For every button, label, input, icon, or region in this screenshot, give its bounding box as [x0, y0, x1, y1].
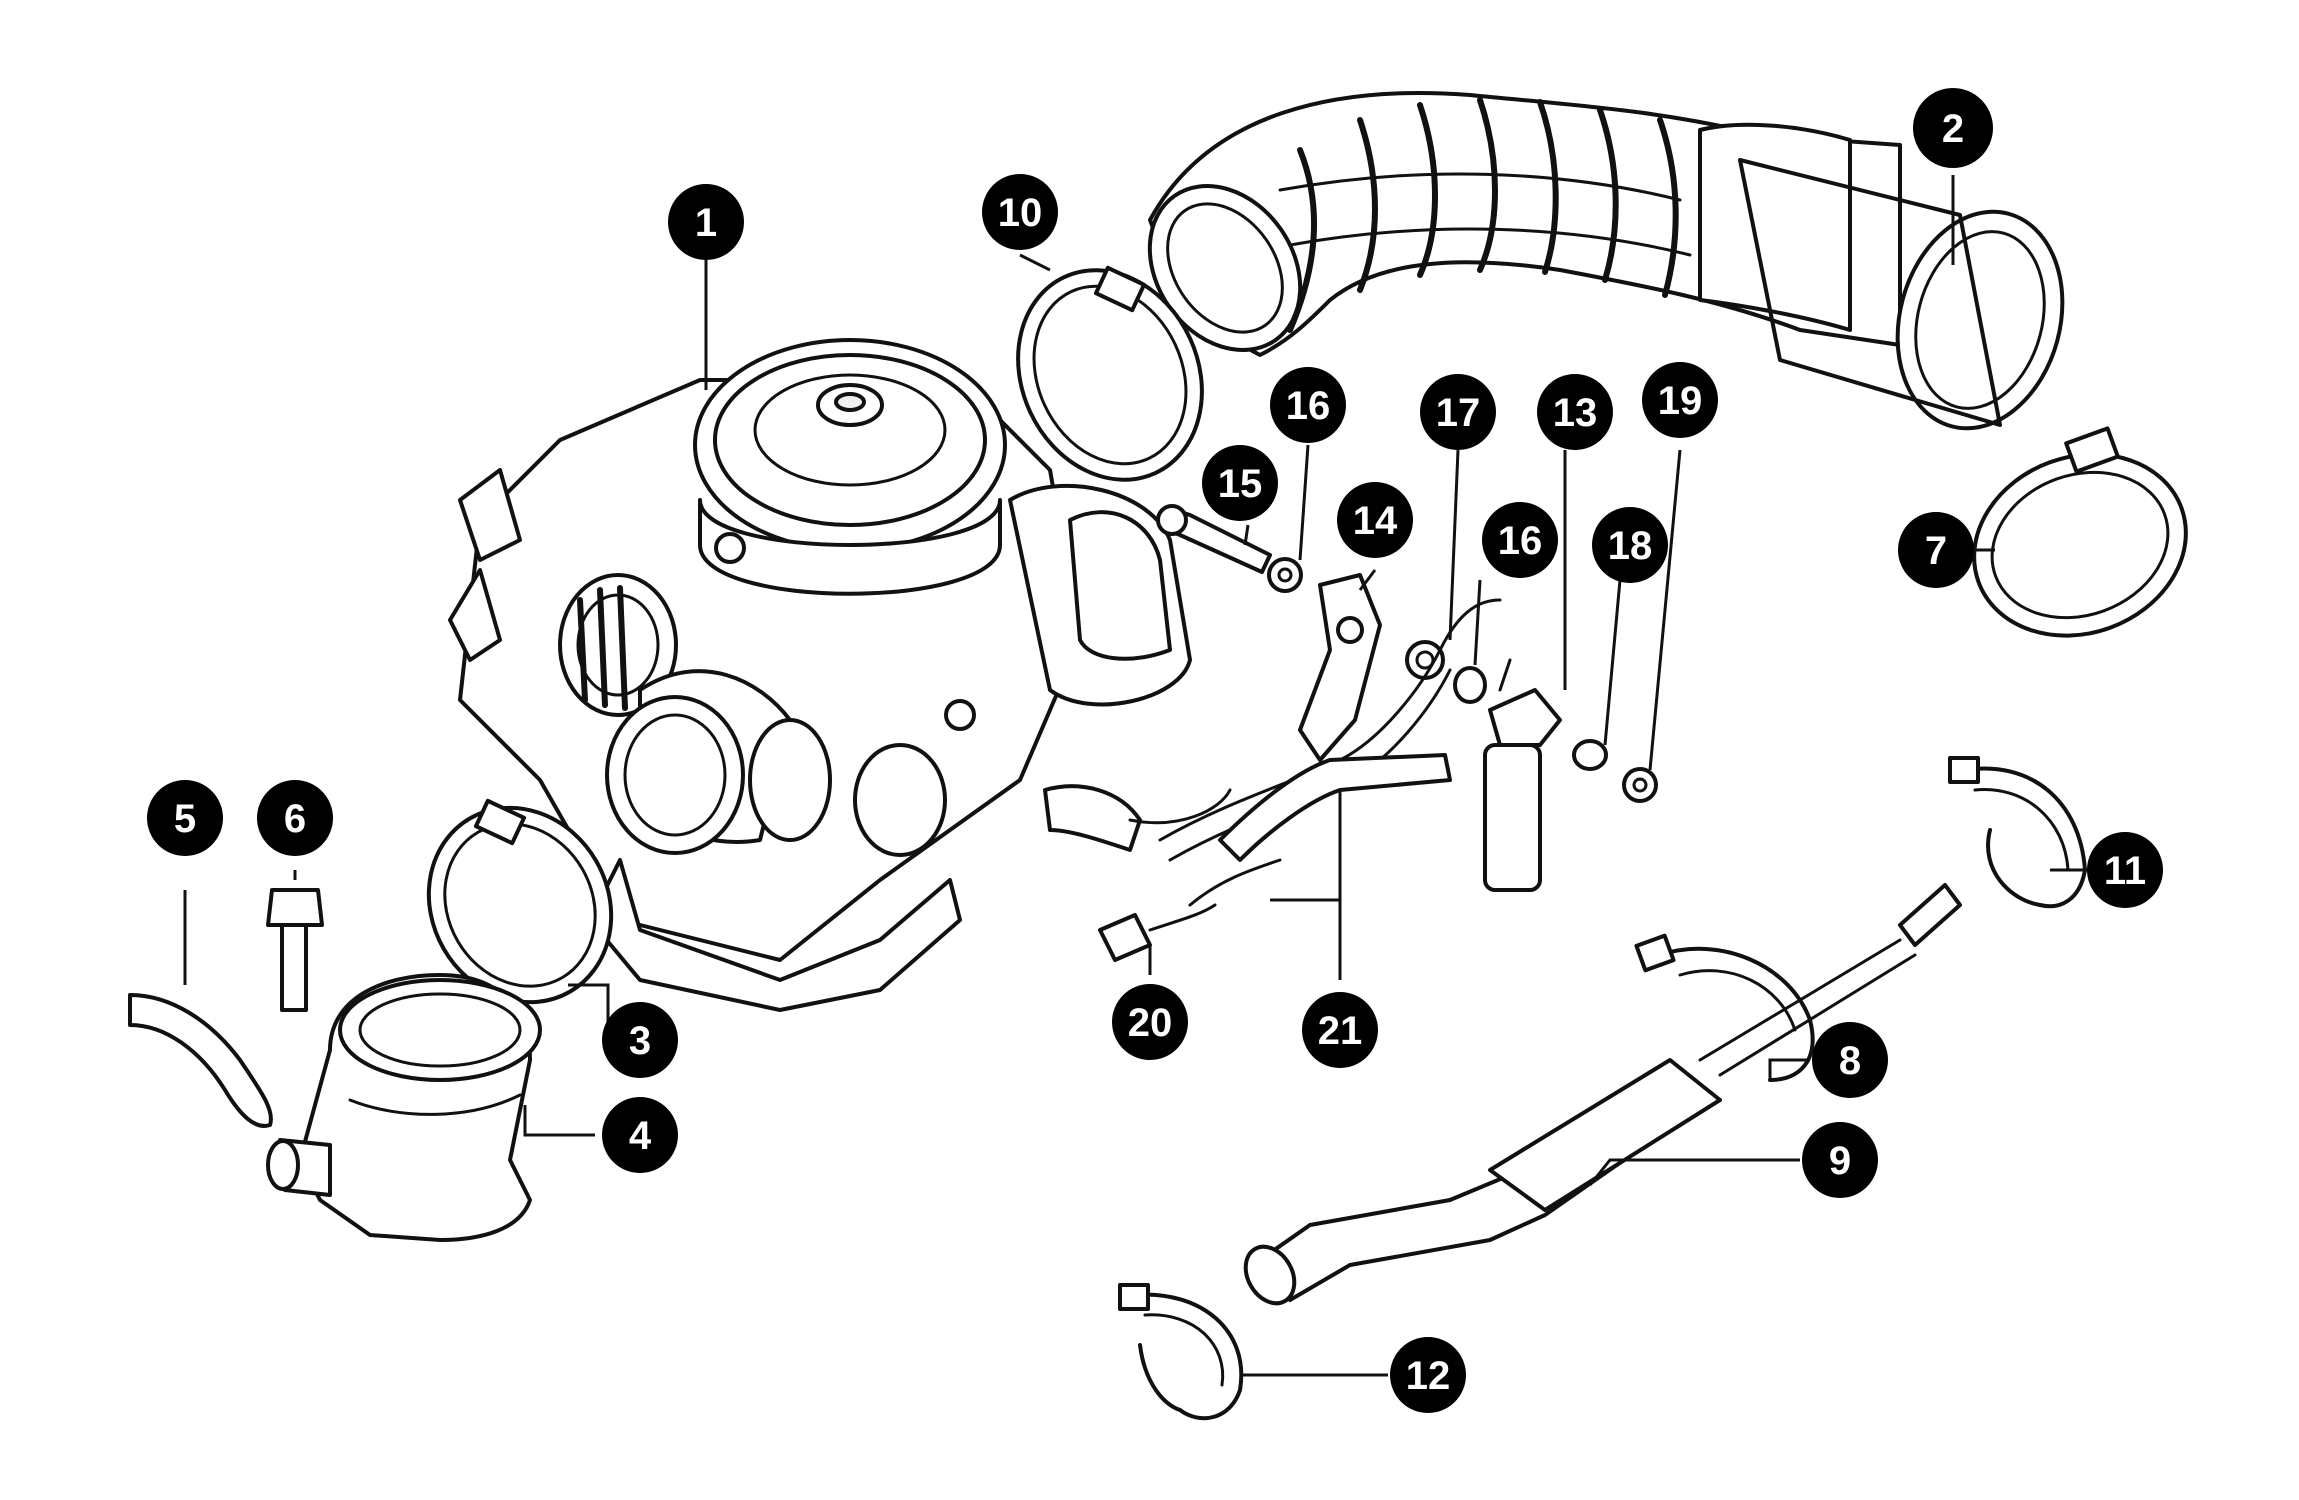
callout-label: 11	[2104, 849, 2146, 893]
callout-label: 8	[1839, 1039, 1861, 1083]
callout: 16	[1270, 367, 1346, 443]
callout-label: 18	[1608, 524, 1653, 568]
callout: 18	[1592, 507, 1668, 583]
callout: 2	[1913, 88, 1993, 168]
callout-label: 6	[284, 797, 306, 841]
callout: 15	[1202, 445, 1278, 521]
callout: 16	[1482, 502, 1558, 578]
callout-label: 1	[695, 201, 717, 245]
callout: 17	[1420, 374, 1496, 450]
callout-label: 17	[1436, 391, 1481, 435]
callout: 3	[602, 1002, 678, 1078]
nut-19	[1622, 767, 1658, 803]
bracket-14	[1298, 573, 1382, 762]
leader-lines	[183, 175, 2088, 1377]
callout: 8	[1812, 1022, 1888, 1098]
callout-label: 16	[1286, 384, 1331, 428]
breather-pipe-9	[1243, 883, 1962, 1306]
callout-label: 7	[1925, 529, 1947, 573]
callout: 1	[668, 184, 744, 260]
callout-label: 12	[1406, 1354, 1451, 1398]
callout-label: 4	[629, 1114, 652, 1158]
wiring-harness-21	[1158, 598, 1502, 907]
hose-clamp-8	[1634, 933, 1815, 1082]
hose-clamp-10	[1016, 265, 1204, 482]
callout-label: 15	[1218, 462, 1263, 506]
washer-16-upper	[1267, 557, 1303, 593]
hose-clamp-7	[1972, 426, 2188, 638]
callout: 5	[147, 780, 223, 856]
screw-15	[1156, 504, 1272, 574]
callout-label: 16	[1498, 519, 1543, 563]
callout-label: 19	[1658, 379, 1703, 423]
callout: 13	[1537, 374, 1613, 450]
callout: 6	[257, 780, 333, 856]
callout-label: 5	[174, 797, 196, 841]
callout-label: 14	[1353, 499, 1398, 543]
fuel-hose-5	[128, 993, 273, 1128]
washer-18	[1572, 739, 1608, 771]
air-intake-boot	[1147, 91, 2065, 431]
callout: 19	[1642, 362, 1718, 438]
callout-label: 10	[998, 191, 1043, 235]
hose-clamp-3	[426, 798, 614, 1005]
sensor-13	[1483, 658, 1562, 892]
carburetor-assembly	[448, 338, 1232, 1012]
washer-16-lower	[1453, 666, 1487, 704]
callout: 20	[1112, 984, 1188, 1060]
callout: 9	[1802, 1122, 1878, 1198]
hose-clamp-12	[1118, 1283, 1244, 1421]
intake-manifold	[266, 973, 542, 1242]
callout: 7	[1898, 512, 1974, 588]
callout: 21	[1302, 992, 1378, 1068]
callout: 14	[1337, 482, 1413, 558]
callout: 12	[1390, 1337, 1466, 1413]
callout-label: 13	[1553, 391, 1598, 435]
hose-clamp-11	[1948, 756, 2087, 909]
bolt-6	[266, 888, 324, 1012]
callout-label: 2	[1942, 107, 1964, 151]
callout: 11	[2087, 832, 2163, 908]
connector-20	[1098, 903, 1217, 962]
callout-label: 9	[1829, 1139, 1851, 1183]
callout: 4	[602, 1097, 678, 1173]
callout-label: 3	[629, 1019, 651, 1063]
nut-17	[1405, 640, 1445, 680]
callout-label: 21	[1318, 1009, 1363, 1053]
callout: 10	[982, 174, 1058, 250]
callout-label: 20	[1128, 1001, 1173, 1045]
